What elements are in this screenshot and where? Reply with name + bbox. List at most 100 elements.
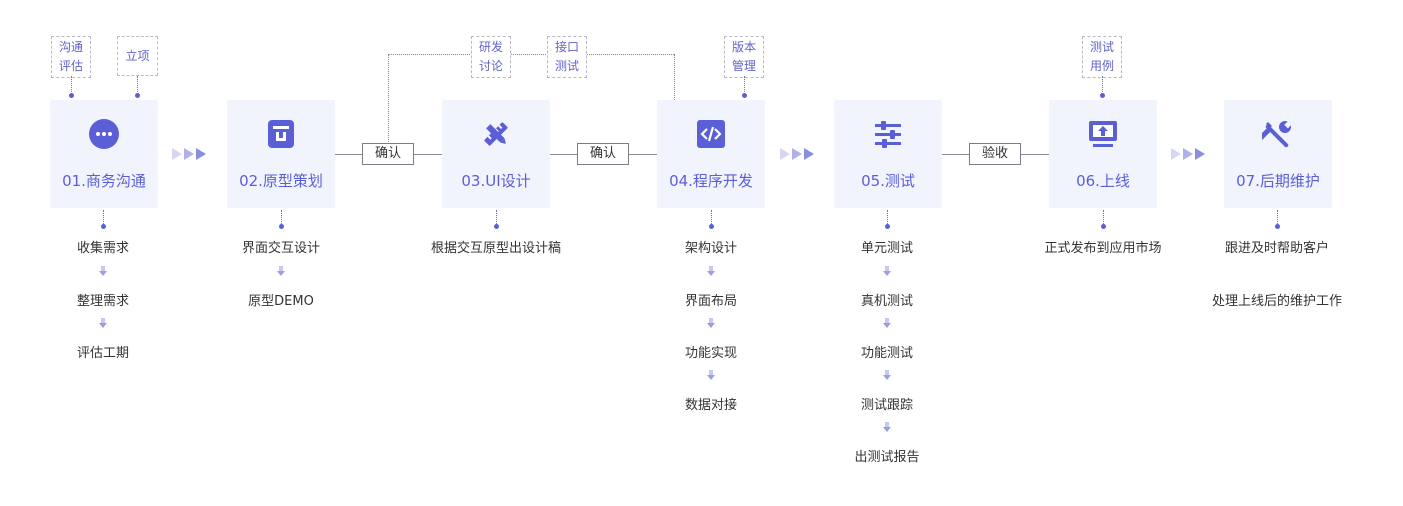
step-link <box>1277 210 1278 224</box>
arrow-icon <box>1183 148 1193 160</box>
stage-title: 05.测试 <box>861 172 915 190</box>
note-api-testing: 接口 测试 <box>547 36 587 78</box>
stage-title: 07.后期维护 <box>1236 172 1320 190</box>
step-dot <box>1101 224 1106 229</box>
step-dot <box>101 224 106 229</box>
note-link <box>1102 76 1103 94</box>
stage-title: 03.UI设计 <box>461 172 531 190</box>
down-arrow-icon <box>883 318 891 328</box>
prototype-doc-icon <box>265 118 297 150</box>
arrow-icon <box>196 148 206 160</box>
step-link <box>711 210 712 224</box>
pencil-ruler-icon <box>480 118 512 150</box>
step-link <box>887 210 888 224</box>
note-line: 沟通 <box>58 40 83 54</box>
stage-testing: 05.测试 <box>834 100 942 208</box>
step-item: 根据交互原型出设计稿 <box>430 241 562 256</box>
down-arrow-icon <box>99 318 107 328</box>
note-line: 测试 <box>554 59 579 73</box>
arrow-icon <box>184 148 194 160</box>
note-link <box>71 76 72 94</box>
step-link <box>496 210 497 224</box>
upload-monitor-icon <box>1087 118 1119 150</box>
step-link <box>281 210 282 224</box>
note-project-setup: 立项 <box>117 36 158 76</box>
flow-arrows-6-7 <box>1171 148 1205 160</box>
down-arrow-icon <box>883 266 891 276</box>
arrow-icon <box>792 148 802 160</box>
flow-arrows-1-2 <box>172 148 206 160</box>
step-item: 正式发布到应用市场 <box>1044 241 1162 256</box>
note-link <box>744 76 745 94</box>
dev-connector-right <box>674 54 675 100</box>
flow-arrows-4-5 <box>780 148 814 160</box>
step-dot <box>1275 224 1280 229</box>
note-test-cases: 测试 用例 <box>1082 36 1122 78</box>
step-item: 界面交互设计 <box>241 241 321 256</box>
stage-title: 01.商务沟通 <box>62 172 146 190</box>
dev-connector-top <box>388 54 674 55</box>
step-dot <box>494 224 499 229</box>
arrow-icon <box>172 148 182 160</box>
arrow-icon <box>804 148 814 160</box>
step-item: 评估工期 <box>76 346 130 361</box>
note-line: 版本 <box>731 40 756 54</box>
sliders-icon <box>872 118 904 150</box>
stage-business-communication: 01.商务沟通 <box>50 100 158 208</box>
down-arrow-icon <box>277 266 285 276</box>
stage-title: 04.程序开发 <box>669 172 753 190</box>
arrow-icon <box>1171 148 1181 160</box>
step-item: 原型DEMO <box>248 294 314 309</box>
dev-connector-left <box>388 54 389 154</box>
note-dot <box>69 93 74 98</box>
down-arrow-icon <box>883 422 891 432</box>
step-dot <box>279 224 284 229</box>
step-item: 真机测试 <box>860 294 914 309</box>
code-icon <box>695 118 727 150</box>
stage-prototype-planning: 02.原型策划 <box>227 100 335 208</box>
step-item: 功能实现 <box>684 346 738 361</box>
step-item: 测试跟踪 <box>860 398 914 413</box>
confirm-label-1: 确认 <box>362 143 414 165</box>
stage-ui-design: 03.UI设计 <box>442 100 550 208</box>
step-item: 收集需求 <box>76 241 130 256</box>
down-arrow-icon <box>707 370 715 380</box>
step-link <box>1103 210 1104 224</box>
note-dot <box>135 93 140 98</box>
wrench-screwdriver-icon <box>1262 118 1294 150</box>
down-arrow-icon <box>707 266 715 276</box>
step-item: 处理上线后的维护工作 <box>1211 294 1343 309</box>
step-link <box>103 210 104 224</box>
step-item: 界面布局 <box>684 294 738 309</box>
note-line: 评估 <box>58 59 83 73</box>
stage-launch: 06.上线 <box>1049 100 1157 208</box>
stage-title: 06.上线 <box>1076 172 1130 190</box>
stage-maintenance: 07.后期维护 <box>1224 100 1332 208</box>
step-dot <box>885 224 890 229</box>
note-line: 测试 <box>1089 40 1114 54</box>
acceptance-label: 验收 <box>969 143 1021 165</box>
step-item: 出测试报告 <box>854 450 920 465</box>
note-link <box>137 76 138 94</box>
note-line: 立项 <box>125 49 150 63</box>
step-item: 架构设计 <box>684 241 738 256</box>
step-item: 跟进及时帮助客户 <box>1224 241 1330 256</box>
step-item: 数据对接 <box>684 398 738 413</box>
stage-development: 04.程序开发 <box>657 100 765 208</box>
step-item: 整理需求 <box>76 294 130 309</box>
note-version-control: 版本 管理 <box>724 36 764 78</box>
arrow-icon <box>1195 148 1205 160</box>
confirm-label-2: 确认 <box>577 143 629 165</box>
stage-title: 02.原型策划 <box>239 172 323 190</box>
note-line: 接口 <box>554 40 579 54</box>
step-item: 功能测试 <box>860 346 914 361</box>
down-arrow-icon <box>707 318 715 328</box>
note-line: 研发 <box>478 40 503 54</box>
note-line: 管理 <box>731 59 756 73</box>
chat-bubble-icon <box>88 118 120 150</box>
down-arrow-icon <box>99 266 107 276</box>
note-line: 讨论 <box>478 59 503 73</box>
note-dev-discussion: 研发 讨论 <box>471 36 511 78</box>
note-communication-eval: 沟通 评估 <box>51 36 91 78</box>
note-line: 用例 <box>1089 59 1114 73</box>
